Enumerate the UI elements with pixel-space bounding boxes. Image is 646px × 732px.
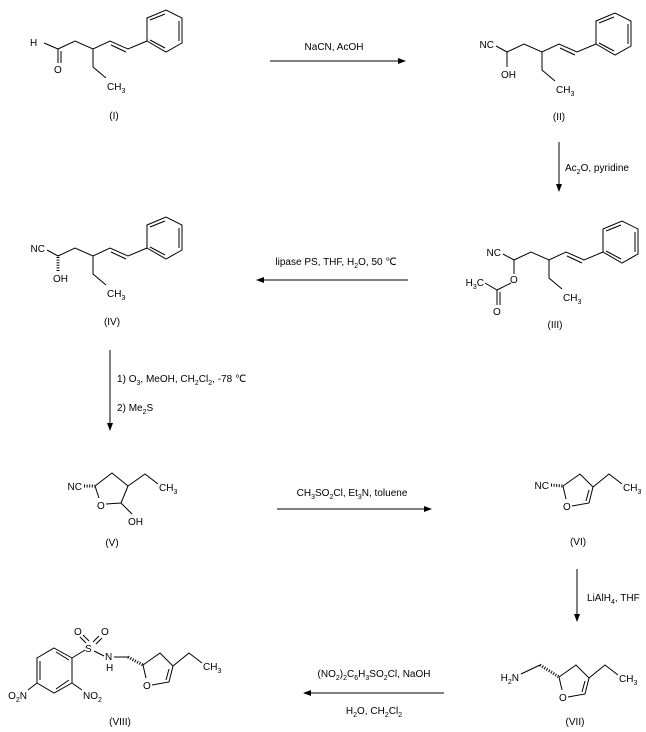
compound-label: (II) [553,112,565,123]
atom-no2: NO2 [83,691,102,704]
compound-label: (IV) [104,317,120,328]
atom-ch3: CH3 [556,85,574,98]
reagents: NaCN, AcOH [305,42,364,53]
atom-h3c: H3C [466,278,484,291]
atom-ch3: CH3 [623,483,641,496]
compound-label: (VII) [566,717,585,728]
atom-ch3: CH3 [619,674,637,687]
reaction-ii-iii: Ac2O, pyridine [556,142,629,192]
atom-h2n: H2N [501,673,519,686]
reagents-top: (NO2)2C6H3SO2Cl, NaOH [318,669,431,682]
reagents-step-2: 2) Me2S [117,403,154,416]
atom-ch3: CH3 [563,293,581,306]
reaction-vi-vii: LiAlH4, THF [574,569,640,622]
reagents: lipase PS, THF, H2O, 50 ℃ [275,257,396,270]
atom-ch3: CH3 [107,289,125,302]
reaction-v-vi: CH3SO2Cl, Et3N, toluene [277,488,432,512]
atom-ch3: CH3 [107,82,125,95]
atom-oh: OH [501,70,516,81]
compound-viii: O CH3 S O O N H NO2 O2N (VIII) [8,627,221,728]
reagents: LiAlH4, THF [587,593,640,606]
reaction-vii-viii: (NO2)2C6H3SO2Cl, NaOH H2O, CH2Cl2 [303,669,444,719]
atom-o: O [97,501,105,512]
reagents-step-1: 1) O3, MeOH, CH2Cl2, -78 ℃ [117,374,246,387]
atom-o: O [54,65,62,76]
atom-o-carbonyl: O [493,307,501,318]
atom-s: S [85,644,92,655]
atom-nc: NC [480,40,494,51]
atom-nc: NC [535,481,549,492]
atom-nc: NC [31,244,45,255]
atom-h: H [30,38,37,49]
reagents: CH3SO2Cl, Et3N, toluene [297,488,408,501]
atom-nc: NC [68,482,82,493]
compound-iv: NC OH CH3 (IV) [31,216,183,328]
atom-n: N [105,652,112,663]
atom-h: H [106,663,113,674]
atom-o: O [559,693,567,704]
compound-iii: NC O H3C O CH3 (III) [466,220,639,331]
compound-i: H O CH3 (I) [30,9,183,122]
atom-o-sulfonyl-2: O [101,627,109,638]
atom-o: O [143,681,151,692]
reaction-iv-v: 1) O3, MeOH, CH2Cl2, -78 ℃ 2) Me2S [107,350,246,431]
compound-label: (I) [109,111,118,122]
compound-ii: NC OH CH3 (II) [480,12,632,123]
atom-o2n: O2N [8,691,27,704]
reaction-i-ii: NaCN, AcOH [270,42,406,64]
compound-vii: O CH3 H2N (VII) [501,663,637,728]
atom-oh: OH [53,274,68,285]
compound-vi: NC O CH3 (VI) [535,473,641,548]
compound-label: (VIII) [109,717,131,728]
compound-label: (V) [105,538,118,549]
compound-label: (VI) [570,537,586,548]
reagents-bottom: H2O, CH2Cl2 [346,706,402,719]
atom-ch3: CH3 [159,483,177,496]
atom-o: O [563,502,571,513]
atom-nc: NC [487,248,501,259]
compound-v: NC O OH CH3 (V) [68,472,177,549]
atom-ch3: CH3 [203,662,221,675]
reaction-iii-iv: lipase PS, THF, H2O, 50 ℃ [256,257,408,283]
atom-o: O [510,275,518,286]
atom-oh: OH [128,517,143,528]
compound-label: (III) [548,320,563,331]
atom-o-sulfonyl-1: O [74,627,82,638]
reagents: Ac2O, pyridine [565,163,629,176]
